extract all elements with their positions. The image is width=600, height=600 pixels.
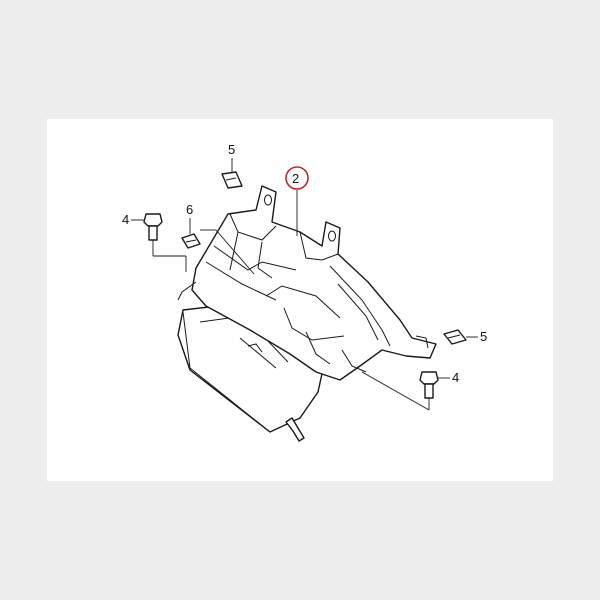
- callout-5-top: 5: [228, 142, 235, 157]
- mount-hole-right: [328, 230, 336, 242]
- callout-4-right: 4: [452, 370, 459, 385]
- callout-2: 2: [292, 171, 299, 186]
- clip-right: 5: [443, 329, 487, 345]
- highlight-circle: [285, 166, 309, 190]
- callout-4-left: 4: [122, 212, 129, 227]
- bolt-left: 4: [122, 212, 187, 272]
- bolt-right: 4: [361, 370, 459, 411]
- callout-2-highlight: 2: [285, 166, 309, 236]
- clip-top: 5: [221, 142, 243, 189]
- mount-hole-left: [264, 194, 272, 206]
- battery-tray-part-2: [177, 185, 437, 381]
- nut-6: 6: [181, 202, 255, 275]
- callout-5-right: 5: [480, 329, 487, 344]
- callout-6: 6: [186, 202, 193, 217]
